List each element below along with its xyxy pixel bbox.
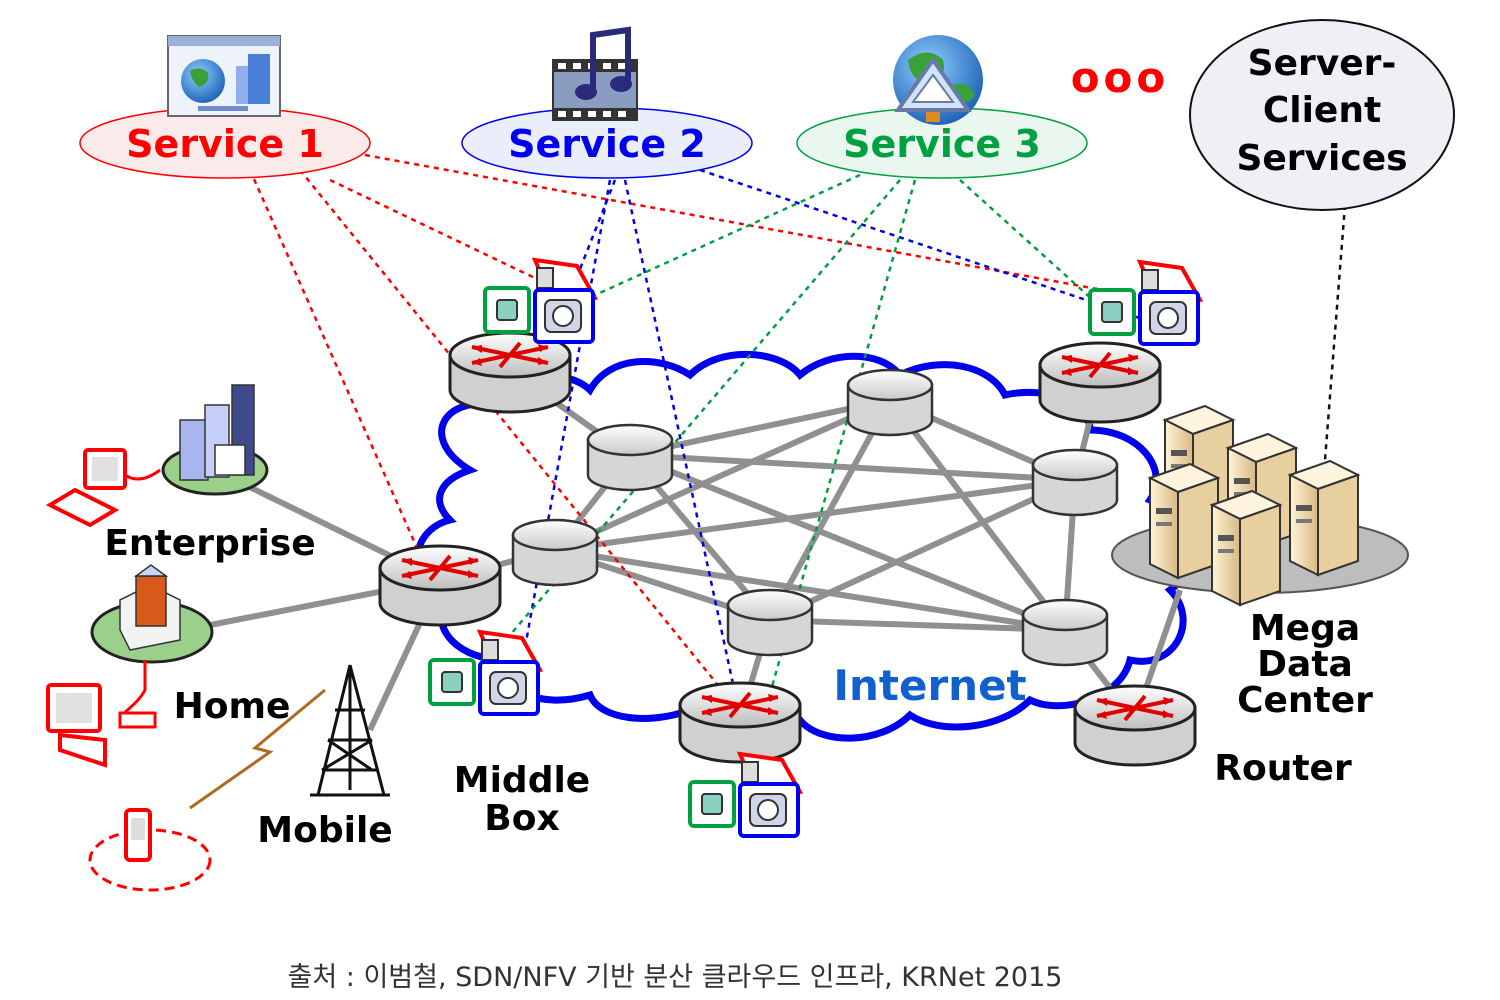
desktop-computer-icon bbox=[45, 448, 161, 528]
router-icon bbox=[1073, 684, 1197, 767]
mobile-site bbox=[88, 664, 390, 892]
home-label: Home bbox=[174, 686, 291, 727]
server-client-services: Server- Client Services bbox=[1189, 19, 1455, 211]
desktop-computer-icon bbox=[46, 660, 157, 768]
film-music-icon bbox=[552, 26, 638, 121]
cell-tower-icon bbox=[310, 664, 390, 797]
router-icon bbox=[448, 331, 572, 414]
lightning-bolt-icon bbox=[189, 688, 326, 810]
network-diagram: Service 1 Service 2 Service 3 ooo bbox=[45, 19, 1455, 892]
backbone-node bbox=[1021, 598, 1109, 667]
backbone-node bbox=[586, 423, 674, 492]
service-3-label: Service 3 bbox=[843, 122, 1041, 166]
server-icon bbox=[1289, 460, 1359, 576]
middle-box-label-line-2: Box bbox=[484, 798, 559, 839]
service-3: Service 3 bbox=[796, 107, 1088, 179]
mobile-phone-icon bbox=[124, 808, 152, 862]
middlebox-icon bbox=[1088, 260, 1202, 346]
service-1: Service 1 bbox=[79, 107, 371, 179]
data-center-label-line-1: Mega bbox=[1250, 608, 1360, 649]
data-center-label-line-2: Data bbox=[1257, 644, 1353, 685]
router-label: Router bbox=[1214, 748, 1352, 789]
mega-data-center bbox=[1111, 405, 1409, 606]
backbone-node bbox=[846, 368, 934, 437]
home-site bbox=[46, 564, 214, 768]
server-icon bbox=[1149, 463, 1219, 579]
enterprise-label: Enterprise bbox=[104, 523, 315, 564]
middle-box-label-line-1: Middle bbox=[454, 760, 590, 801]
service-2-label: Service 2 bbox=[508, 122, 706, 166]
more-indicator: ooo bbox=[1071, 53, 1170, 102]
router-icon bbox=[1038, 341, 1162, 424]
internet-label: Internet bbox=[833, 661, 1026, 710]
server-icon bbox=[1211, 490, 1281, 606]
backbone-node bbox=[1031, 448, 1119, 517]
globe-triangle-icon bbox=[893, 35, 983, 125]
backbone-node bbox=[511, 518, 599, 587]
server-client-line-3: Services bbox=[1236, 138, 1407, 179]
service-1-label: Service 1 bbox=[126, 122, 324, 166]
middlebox-icon bbox=[688, 752, 802, 838]
web-page-globe-icon bbox=[167, 35, 281, 117]
server-client-line-1: Server- bbox=[1248, 43, 1397, 84]
router-icon bbox=[378, 544, 502, 627]
middlebox-icon bbox=[483, 258, 597, 344]
router-icon bbox=[678, 681, 802, 764]
middlebox-icon bbox=[428, 630, 542, 716]
enterprise-site bbox=[45, 384, 269, 528]
server-client-line-2: Client bbox=[1263, 90, 1381, 131]
data-center-label-line-3: Center bbox=[1237, 680, 1373, 721]
source-caption: 출처 : 이범철, SDN/NFV 기반 분산 클라우드 인프라, KRNet … bbox=[287, 962, 1063, 993]
mobile-label: Mobile bbox=[257, 810, 392, 851]
backbone-node bbox=[726, 588, 814, 657]
